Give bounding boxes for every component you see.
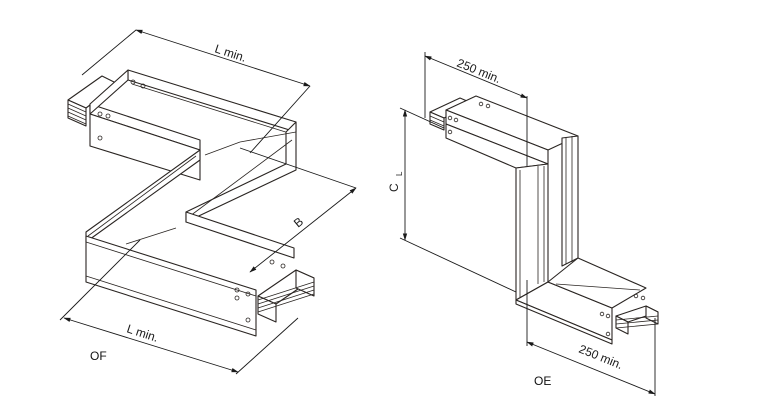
oe-element-drawing	[429, 95, 659, 345]
of-right-connector	[257, 269, 315, 323]
of-dim-top-length	[81, 29, 311, 154]
oe-vertical-section	[515, 135, 579, 301]
oe-dim-top-length	[424, 52, 528, 166]
of-top-length-label: L min.	[213, 42, 248, 65]
oe-bottom-length-label: 250 min.	[577, 342, 625, 372]
of-dim-width	[239, 147, 357, 273]
of-diagonal-section	[85, 121, 297, 243]
oe-bottom-section	[515, 257, 647, 345]
of-bottom-length-label: L min.	[125, 322, 160, 345]
oe-dim-bottom-length	[526, 280, 656, 396]
oe-bottom-connector	[615, 305, 659, 335]
oe-height-label: C	[387, 183, 401, 192]
of-dim-bottom-length	[59, 239, 299, 375]
of-width-label: B	[291, 214, 306, 230]
of-element-drawing	[67, 69, 315, 337]
of-caption: OF	[90, 349, 107, 363]
oe-top-section	[445, 95, 579, 169]
oe-height-subscript: L	[395, 171, 404, 176]
oe-caption: OE	[534, 374, 551, 388]
oe-top-length-label: 250 min.	[455, 56, 503, 86]
of-lower-section	[85, 211, 295, 337]
of-left-connector	[67, 75, 119, 127]
oe-dim-height	[399, 107, 517, 293]
